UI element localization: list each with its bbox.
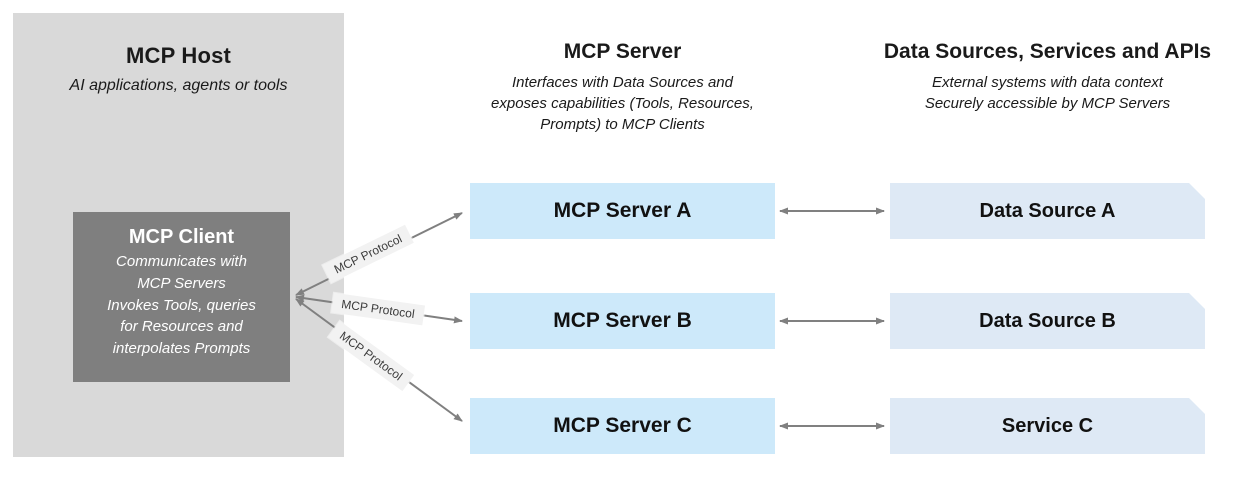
sources-column-description-line: External systems with data context: [932, 74, 1163, 91]
service-c-node: Service C: [890, 398, 1205, 454]
mcp-client-description-line: interpolates Prompts: [112, 340, 251, 357]
server-column-header: MCP Server Interfaces with Data Sources …: [440, 40, 805, 135]
sources-column-title: Data Sources, Services and APIs: [883, 40, 1212, 63]
data-source-a-node: Data Source A: [890, 183, 1205, 239]
mcp-server-b-label: MCP Server B: [553, 309, 692, 332]
data-source-a-label: Data Source A: [979, 199, 1116, 222]
server-column-description-line: exposes capabilities (Tools, Resources,: [491, 95, 754, 112]
mcp-server-a-label: MCP Server A: [553, 199, 692, 222]
mcp-host-subtitle: AI applications, agents or tools: [69, 77, 288, 94]
mcp-server-c-label: MCP Server C: [553, 414, 692, 437]
mcp-protocol-label: MCP Protocol: [331, 292, 425, 326]
data-source-b-node: Data Source B: [890, 293, 1205, 349]
service-c-label: Service C: [1001, 414, 1094, 437]
server-column-title: MCP Server: [563, 40, 682, 63]
mcp-client-description-line: MCP Servers: [137, 274, 226, 292]
server-column-description-line: Prompts) to MCP Clients: [540, 116, 705, 133]
mcp-host-title: MCP Host: [125, 43, 232, 68]
mcp-server-b-node: MCP Server B: [470, 293, 775, 349]
mcp-client-title: MCP Client: [128, 226, 235, 248]
sources-column-description-line: Securely accessible by MCP Servers: [924, 95, 1171, 112]
mcp-client-description-line: for Resources and: [120, 318, 243, 336]
mcp-client-description-line: Invokes Tools, queries: [107, 296, 256, 314]
server-column-description-line: Interfaces with Data Sources and: [512, 74, 733, 91]
mcp-client-node: MCP Client Communicates with MCP Servers…: [73, 212, 290, 382]
mcp-server-c-node: MCP Server C: [470, 398, 775, 454]
data-source-b-label: Data Source B: [979, 309, 1116, 332]
mcp-server-a-node: MCP Server A: [470, 183, 775, 239]
mcp-client-description-line: Communicates with: [116, 253, 247, 270]
sources-column-header: Data Sources, Services and APIs External…: [865, 40, 1230, 114]
